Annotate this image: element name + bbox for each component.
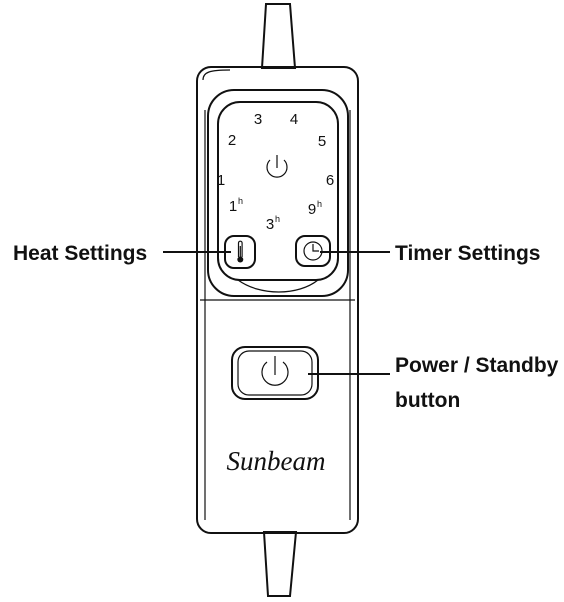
- timer-mark-value: 9: [308, 201, 316, 218]
- dial-number: 3: [254, 111, 262, 128]
- power-standby-button[interactable]: [231, 346, 319, 400]
- callout-leaders: [163, 251, 390, 375]
- timer-mark-unit: h: [275, 214, 280, 224]
- clock-icon: [303, 241, 323, 261]
- control-panel: [207, 89, 349, 297]
- dial-labels: 1 2 3 4 5 6 1 h 3 h 9 h: [217, 111, 334, 233]
- controller-body: [196, 66, 359, 534]
- dial-number: 1: [217, 172, 225, 189]
- dial-number: 5: [318, 133, 326, 150]
- timer-mark-value: 3: [266, 216, 274, 233]
- thermometer-icon: [237, 240, 244, 263]
- timer-mark-unit: h: [317, 199, 322, 209]
- dial-number: 6: [326, 172, 334, 189]
- power-standby-label-line2: button: [395, 389, 460, 412]
- brand-logo: Sunbeam: [227, 446, 326, 476]
- timer-mark-value: 1: [229, 198, 237, 215]
- power-standby-label: Power / Standby: [395, 354, 559, 377]
- heat-settings-label: Heat Settings: [13, 242, 147, 265]
- timer-settings-label: Timer Settings: [395, 242, 540, 265]
- dial-number: 2: [228, 132, 236, 149]
- dial-number: 4: [290, 111, 298, 128]
- power-icon: [261, 356, 289, 386]
- power-icon: [266, 155, 288, 178]
- timer-mark-unit: h: [238, 196, 243, 206]
